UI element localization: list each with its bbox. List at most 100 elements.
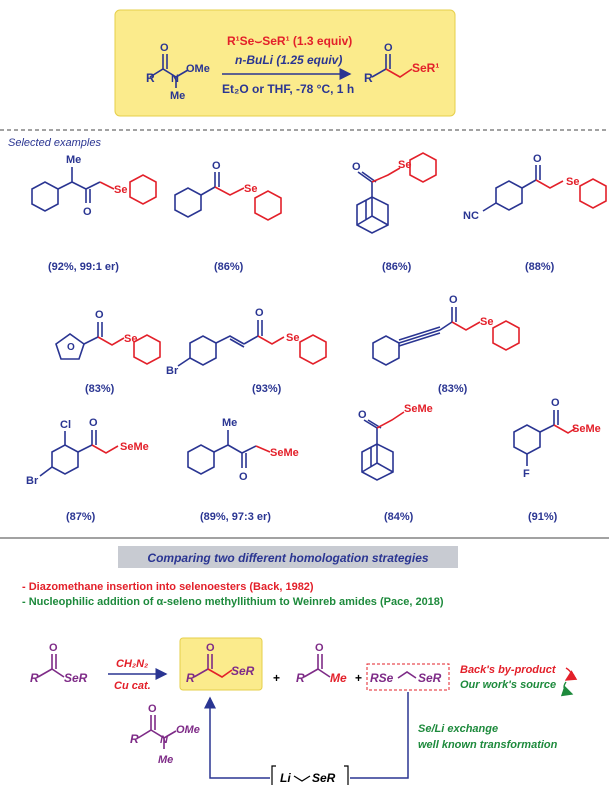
example-3-structure: O Se xyxy=(352,152,437,234)
ex8-se: SeMe xyxy=(120,441,149,453)
selenoester: R O SeR xyxy=(30,642,88,685)
ex5-se: Se xyxy=(124,333,137,345)
li-label: Li xyxy=(280,771,291,785)
ex4-yield: (88%) xyxy=(525,261,555,273)
example-9-structure: Me O SeMe xyxy=(187,417,299,483)
target-ketone-box xyxy=(179,637,263,691)
weinreb-n: N xyxy=(160,734,169,746)
ex3-yield: (86%) xyxy=(382,261,412,273)
ketone-r: R xyxy=(186,671,195,685)
comparison-banner: Comparing two different homologation str… xyxy=(147,551,428,565)
ex6-o: O xyxy=(255,307,264,319)
sm-me-label: Me xyxy=(170,90,185,102)
weinreb-me: Me xyxy=(158,754,173,766)
ex9-yield: (89%, 97:3 er) xyxy=(200,511,271,523)
ex9-se: SeMe xyxy=(270,447,299,459)
selenoester-ser: SeR xyxy=(64,671,88,685)
ex11-o: O xyxy=(551,397,560,409)
ex4-o: O xyxy=(533,153,542,165)
exchange-label-1: Se/Li exchange xyxy=(418,723,498,735)
alpha-seleno-methyllithium: Li SeR xyxy=(271,765,349,785)
ex11-se: SeMe xyxy=(572,423,601,435)
ex10-yield: (84%) xyxy=(384,511,414,523)
diselenide-rse: RSe xyxy=(370,671,394,685)
comparison-banner-bg xyxy=(118,546,458,568)
example-4-structure: NC O Se xyxy=(463,153,607,222)
ex8-o: O xyxy=(89,417,98,429)
top-highlight-box xyxy=(114,9,456,117)
source-label: Our work's source xyxy=(460,679,556,691)
li-ser-label: SeR xyxy=(312,771,336,785)
weinreb-r: R xyxy=(130,732,139,746)
selenoester-o: O xyxy=(49,642,58,654)
sm-o-label: O xyxy=(160,42,169,54)
selenoester-r: R xyxy=(30,671,39,685)
ex4-se: Se xyxy=(566,176,579,188)
exchange-line xyxy=(350,692,409,779)
reagent-nbuli: n-BuLi (1.25 equiv) xyxy=(235,53,342,67)
ex5-yield: (83%) xyxy=(85,383,115,395)
ex6-yield: (93%) xyxy=(252,383,282,395)
diselenide: RSe SeR xyxy=(370,671,442,685)
prod-o-label: O xyxy=(384,42,393,54)
ex11-f: F xyxy=(523,468,530,480)
ex2-o: O xyxy=(212,160,221,172)
ex10-se: SeMe xyxy=(404,403,433,415)
ex1-me: Me xyxy=(66,154,81,166)
byproduct-box xyxy=(366,663,450,691)
sm-n-label: N xyxy=(171,73,179,85)
ex8-yield: (87%) xyxy=(66,511,96,523)
sm-ome-label: OMe xyxy=(186,63,210,75)
ex7-se: Se xyxy=(480,316,493,328)
ex9-o: O xyxy=(239,471,248,483)
plus-1: + xyxy=(273,671,280,685)
example-7-structure: O Se xyxy=(372,294,520,366)
example-5-structure: O O Se xyxy=(55,309,161,365)
ex8-br: Br xyxy=(26,475,39,487)
target-ketone: R O SeR xyxy=(186,642,255,685)
plus-2: + xyxy=(355,671,362,685)
reagent-diselenide: R¹Se⌣SeR¹ (1.3 equiv) xyxy=(227,34,352,48)
ketone-ser: SeR xyxy=(231,664,255,678)
ex1-o: O xyxy=(83,206,92,218)
diselenide-ser: SeR xyxy=(418,671,442,685)
selected-examples-label: Selected examples xyxy=(8,137,101,149)
ex3-o: O xyxy=(352,161,361,173)
strategy-pace: - Nucleophilic addition of α-seleno meth… xyxy=(22,596,444,608)
ex5-furan-o: O xyxy=(67,342,75,353)
reaction-conditions: Et₂O or THF, -78 °C, 1 h xyxy=(222,82,354,96)
reagent-cu: Cu cat. xyxy=(114,680,151,692)
ex2-se: Se xyxy=(244,183,257,195)
ex8-cl: Cl xyxy=(60,419,71,431)
methylketone-me: Me xyxy=(330,671,347,685)
ex1-yield: (92%, 99:1 er) xyxy=(48,261,119,273)
ex6-se: Se xyxy=(286,332,299,344)
prod-r-label: R xyxy=(364,71,373,85)
ex3-se: Se xyxy=(398,159,411,171)
ex10-o: O xyxy=(358,409,367,421)
addition-arrow xyxy=(204,696,270,779)
sm-r-label: R xyxy=(146,71,155,85)
ex6-br: Br xyxy=(166,365,179,377)
ex7-yield: (83%) xyxy=(438,383,468,395)
example-6-structure: Br O Se xyxy=(166,307,327,377)
ex9-me: Me xyxy=(222,417,237,429)
source-curved-arrow xyxy=(560,681,574,697)
example-8-structure: Cl Br O SeMe xyxy=(26,417,149,487)
reagent-ch2n2: CH₂N₂ xyxy=(116,658,148,670)
product-ketone: R O SeR¹ xyxy=(364,42,439,85)
ex4-nc: NC xyxy=(463,210,479,222)
exchange-label-2: well known transformation xyxy=(418,739,558,751)
ex11-yield: (91%) xyxy=(528,511,558,523)
ex5-o: O xyxy=(95,309,104,321)
methylketone-o: O xyxy=(315,642,324,654)
methylketone-r: R xyxy=(296,671,305,685)
example-11-structure: F O SeMe xyxy=(513,397,601,480)
weinreb-amide-sm: R O N OMe Me xyxy=(146,42,210,102)
example-1-structure: Me O Se xyxy=(31,154,157,218)
byproduct-curved-arrow xyxy=(564,667,578,681)
ex1-se: Se xyxy=(114,184,127,196)
weinreb-amide-bottom: R O N OMe Me xyxy=(130,703,200,766)
ketone-o: O xyxy=(206,642,215,654)
